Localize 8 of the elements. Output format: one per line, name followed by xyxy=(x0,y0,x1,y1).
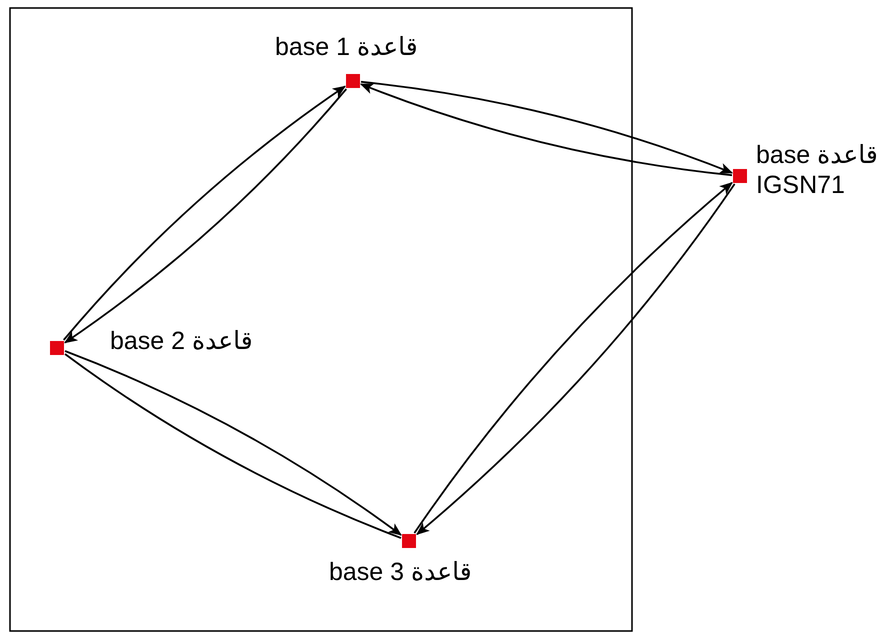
station-marker xyxy=(402,534,416,548)
station-marker xyxy=(50,341,64,355)
station-label: base 1 قاعدة xyxy=(275,32,418,62)
station-label: base 2 قاعدة xyxy=(110,326,253,356)
station-marker xyxy=(346,74,360,88)
station-marker xyxy=(733,169,747,183)
station-label: base 3 قاعدة xyxy=(329,557,472,587)
station-label: base قاعدة IGSN71 xyxy=(756,140,879,200)
